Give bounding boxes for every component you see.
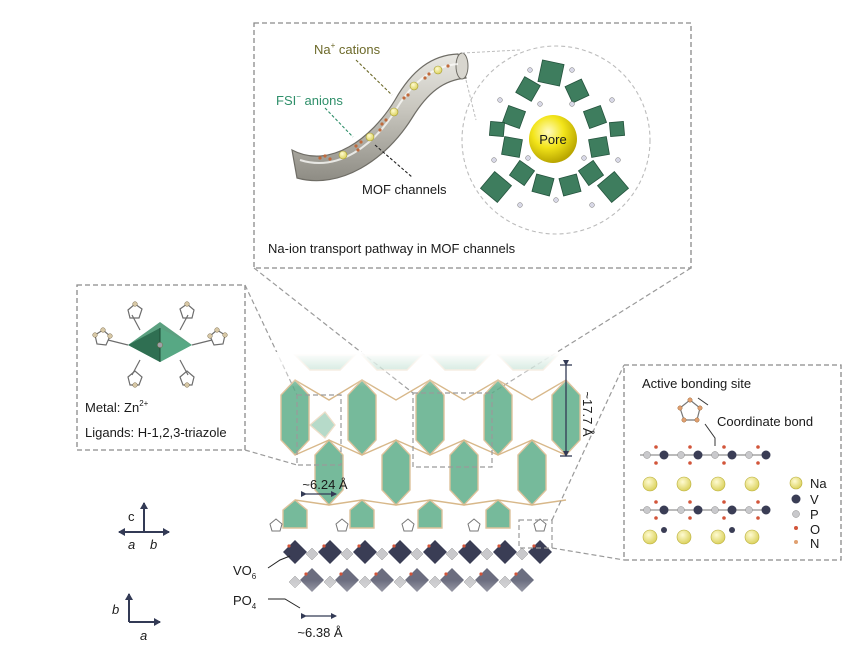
metal-label: Metal: Zn2+ bbox=[85, 399, 149, 415]
right-zoom-box bbox=[518, 519, 553, 549]
zoom-connector-upper bbox=[461, 49, 521, 54]
mof-lattice: ~17.7 Å ~6.24 Å ~6.38 Å VO6 PO4 bbox=[233, 352, 625, 640]
guide-line-left-top bbox=[244, 284, 298, 396]
axis-lower-horizontal-label: a bbox=[140, 628, 147, 643]
legend-swatch-n bbox=[794, 540, 798, 544]
cations-label: Na+ cations bbox=[314, 41, 381, 57]
legend-label-o: O bbox=[810, 522, 820, 537]
crystal-structure-3d bbox=[640, 445, 771, 545]
right-panel: Active bonding site Coordinate bond bbox=[623, 364, 842, 561]
anions-label: FSI− anions bbox=[276, 92, 343, 108]
guide-line-right-bottom bbox=[551, 547, 625, 561]
top-panel-caption: Na-ion transport pathway in MOF channels bbox=[268, 241, 516, 256]
lattice-width-label: ~6.38 Å bbox=[297, 625, 343, 640]
left-zoom-box bbox=[296, 394, 342, 466]
pore-zoom-circle bbox=[461, 45, 651, 235]
legend-label-na: Na bbox=[810, 476, 827, 491]
legend-label-p: P bbox=[810, 507, 819, 522]
axis-upper-right-label: b bbox=[150, 537, 157, 552]
surface-triazoles bbox=[269, 518, 547, 532]
na-cation-sphere bbox=[389, 107, 399, 117]
zn-triazole-complex bbox=[92, 301, 228, 388]
channels-leader-line bbox=[374, 144, 413, 178]
height-dimension-label: ~17.7 Å bbox=[580, 391, 595, 437]
vop-layer bbox=[270, 540, 590, 620]
legend-label-n: N bbox=[810, 536, 819, 551]
legend-label-v: V bbox=[810, 492, 819, 507]
po4-label: PO4 bbox=[233, 593, 257, 611]
top-panel-frame bbox=[253, 22, 692, 269]
po4-leader-line bbox=[268, 598, 301, 609]
triazole-ring-icon bbox=[677, 397, 716, 446]
top-zoom-box bbox=[412, 392, 493, 468]
axis-upper-vertical-label: c bbox=[128, 509, 135, 524]
vo6-label: VO6 bbox=[233, 563, 257, 581]
pore-sphere bbox=[529, 115, 577, 163]
element-legend: Na V P O N bbox=[789, 476, 827, 551]
legend-swatch-na bbox=[789, 476, 803, 490]
ligands-label: Ligands: H-1,2,3-triazole bbox=[85, 425, 227, 440]
pore-label: Pore bbox=[539, 132, 566, 147]
active-site-label: Active bonding site bbox=[642, 376, 751, 391]
top-panel: Na+ cations FSI− anions MOF channels bbox=[253, 22, 692, 394]
lattice-top-fade bbox=[270, 352, 590, 387]
lattice-bottom-fade bbox=[270, 580, 590, 620]
anions-leader-line bbox=[324, 107, 354, 138]
channels-label: MOF channels bbox=[362, 182, 447, 197]
na-cation-sphere bbox=[409, 81, 419, 91]
guide-line-left-bottom bbox=[244, 449, 298, 466]
axis-lower-vertical-label: b bbox=[112, 602, 119, 617]
coordinate-bond-label: Coordinate bond bbox=[717, 414, 813, 429]
guide-line-right-top bbox=[551, 364, 625, 521]
mof-channel-tube bbox=[291, 52, 469, 182]
fsi-anion-cluster bbox=[318, 64, 450, 161]
axis-upper-left-label: a bbox=[128, 537, 135, 552]
right-panel-frame bbox=[623, 364, 842, 561]
legend-swatch-o bbox=[794, 526, 798, 530]
legend-swatch-v bbox=[791, 494, 801, 504]
na-cation-sphere bbox=[338, 150, 348, 160]
left-panel-frame bbox=[76, 284, 246, 451]
vo6-leader-line bbox=[267, 555, 291, 569]
na-cation-sphere bbox=[433, 65, 443, 75]
left-panel: Metal: Zn2+ Ligands: H-1,2,3-triazole bbox=[76, 284, 298, 466]
pore-structure: Pore bbox=[479, 59, 630, 208]
pore-width-label: ~6.24 Å bbox=[302, 477, 348, 492]
cations-leader-line bbox=[355, 59, 393, 96]
na-cation-sphere bbox=[365, 132, 375, 142]
legend-swatch-p bbox=[792, 510, 800, 518]
axis-upper: c a b bbox=[118, 502, 170, 552]
axis-lower: b a bbox=[112, 593, 161, 643]
